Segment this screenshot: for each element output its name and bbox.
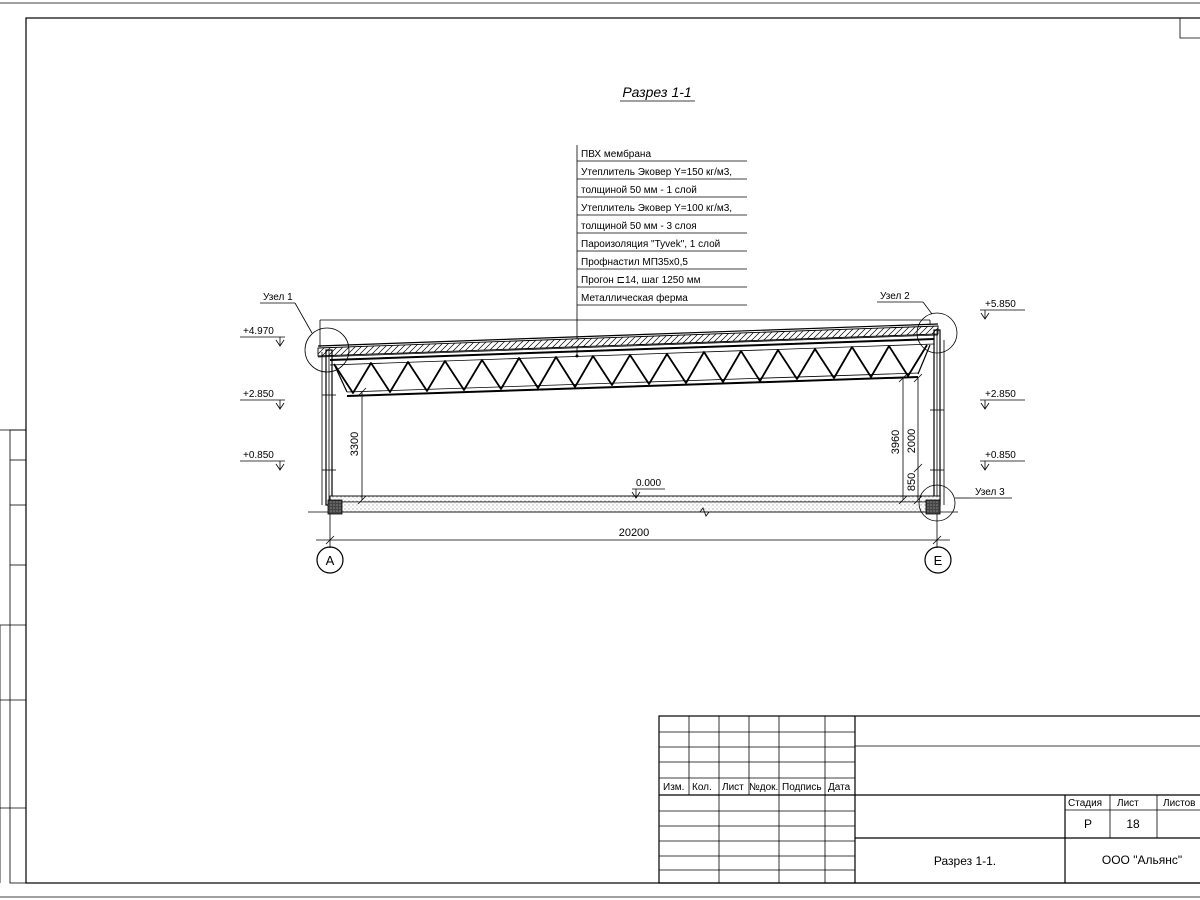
sheet-value: 18	[1126, 817, 1140, 831]
node-1-label: Узел 1	[263, 292, 293, 303]
axis-label: А	[326, 553, 335, 568]
header-podpis: Подпись	[782, 782, 822, 793]
layer-label: Утеплитель Эковер Y=150 кг/м3,	[581, 167, 732, 178]
header-data: Дата	[828, 782, 851, 793]
stage-label: Стадия	[1068, 798, 1102, 809]
right-foundation	[925, 499, 941, 515]
axis-label: Е	[934, 553, 943, 568]
layer-label: Пароизоляция "Tyvek", 1 слой	[581, 239, 720, 250]
dimension-label: 3960	[890, 430, 902, 454]
floor-level-label: 0.000	[636, 478, 661, 489]
header-izm: Изм.	[663, 782, 684, 793]
title-block	[658, 715, 1200, 884]
layer-label: толщиной 50 мм - 3 слоя	[581, 221, 697, 232]
sheets-label: Листов	[1163, 798, 1196, 809]
elevation-marks-right: +5.850 +2.850 +0.850	[980, 299, 1025, 471]
node-3-label: Узел 3	[975, 487, 1005, 498]
header-ndok: №док.	[749, 782, 778, 793]
truss-web	[333, 344, 928, 394]
header-kol: Кол.	[692, 782, 712, 793]
axis-bubble-left: А	[316, 546, 344, 574]
elevation-label: +5.850	[985, 299, 1016, 310]
layer-label: Металлическая ферма	[581, 292, 688, 304]
right-column	[930, 329, 945, 506]
truss-top-chord	[329, 338, 935, 361]
left-column	[321, 349, 336, 506]
sheet-name: Разрез 1-1.	[934, 854, 996, 868]
company-name: ООО "Альянс"	[1102, 853, 1182, 867]
left-foundation	[327, 499, 343, 515]
dimension-label: 20200	[619, 527, 650, 539]
axis-bubble-right: Е	[924, 546, 952, 574]
drawing-title: Разрез 1-1	[622, 84, 691, 100]
dimension-label: 2000	[906, 429, 918, 453]
sheet-label: Лист	[1117, 798, 1139, 809]
layer-callout	[575, 145, 747, 358]
dimension-label: 3300	[349, 432, 361, 456]
dimension-right-chain: 3960 2000 850	[890, 373, 923, 505]
dimension-span: 20200	[316, 514, 950, 548]
dimension-label: 850	[906, 473, 918, 491]
elevation-label: +4.970	[243, 326, 274, 337]
elevation-marks-left: +4.970 +2.850 +0.850	[240, 326, 285, 471]
elevation-label: +0.850	[243, 450, 274, 461]
elevation-label: +0.850	[985, 450, 1016, 461]
node-1-circle	[304, 327, 350, 373]
roof-insulation	[317, 325, 939, 357]
title-block-fields: Стадия Лист Листов Р 18 Разрез 1-1. ООО …	[934, 798, 1196, 868]
layer-labels: ПВХ мембрана Утеплитель Эковер Y=150 кг/…	[581, 148, 732, 304]
layer-label: Утеплитель Эковер Y=100 кг/м3,	[581, 203, 732, 214]
elevation-label: +2.850	[243, 389, 274, 400]
layer-label: Профнастил МП35х0,5	[581, 256, 688, 268]
dimension-left-height: 3300	[349, 387, 367, 505]
floor-level-mark: 0.000	[631, 478, 665, 499]
node-2-circle	[916, 312, 958, 354]
layer-label: толщиной 50 мм - 1 слой	[581, 185, 697, 196]
truss-bottom-chord	[346, 376, 919, 397]
floor-base	[329, 501, 941, 513]
header-list: Лист	[722, 782, 744, 793]
title-block-headers: Изм. Кол. Лист №док. Подпись Дата	[663, 782, 851, 793]
stage-value: Р	[1084, 817, 1092, 831]
elevation-label: +2.850	[985, 389, 1016, 400]
layer-label: Прогон ⊏14, шаг 1250 мм	[581, 275, 701, 286]
building-section	[308, 319, 958, 517]
layer-label: ПВХ мембрана	[581, 148, 651, 160]
node-2-label: Узел 2	[880, 291, 910, 302]
left-stamp-strip	[0, 429, 27, 884]
